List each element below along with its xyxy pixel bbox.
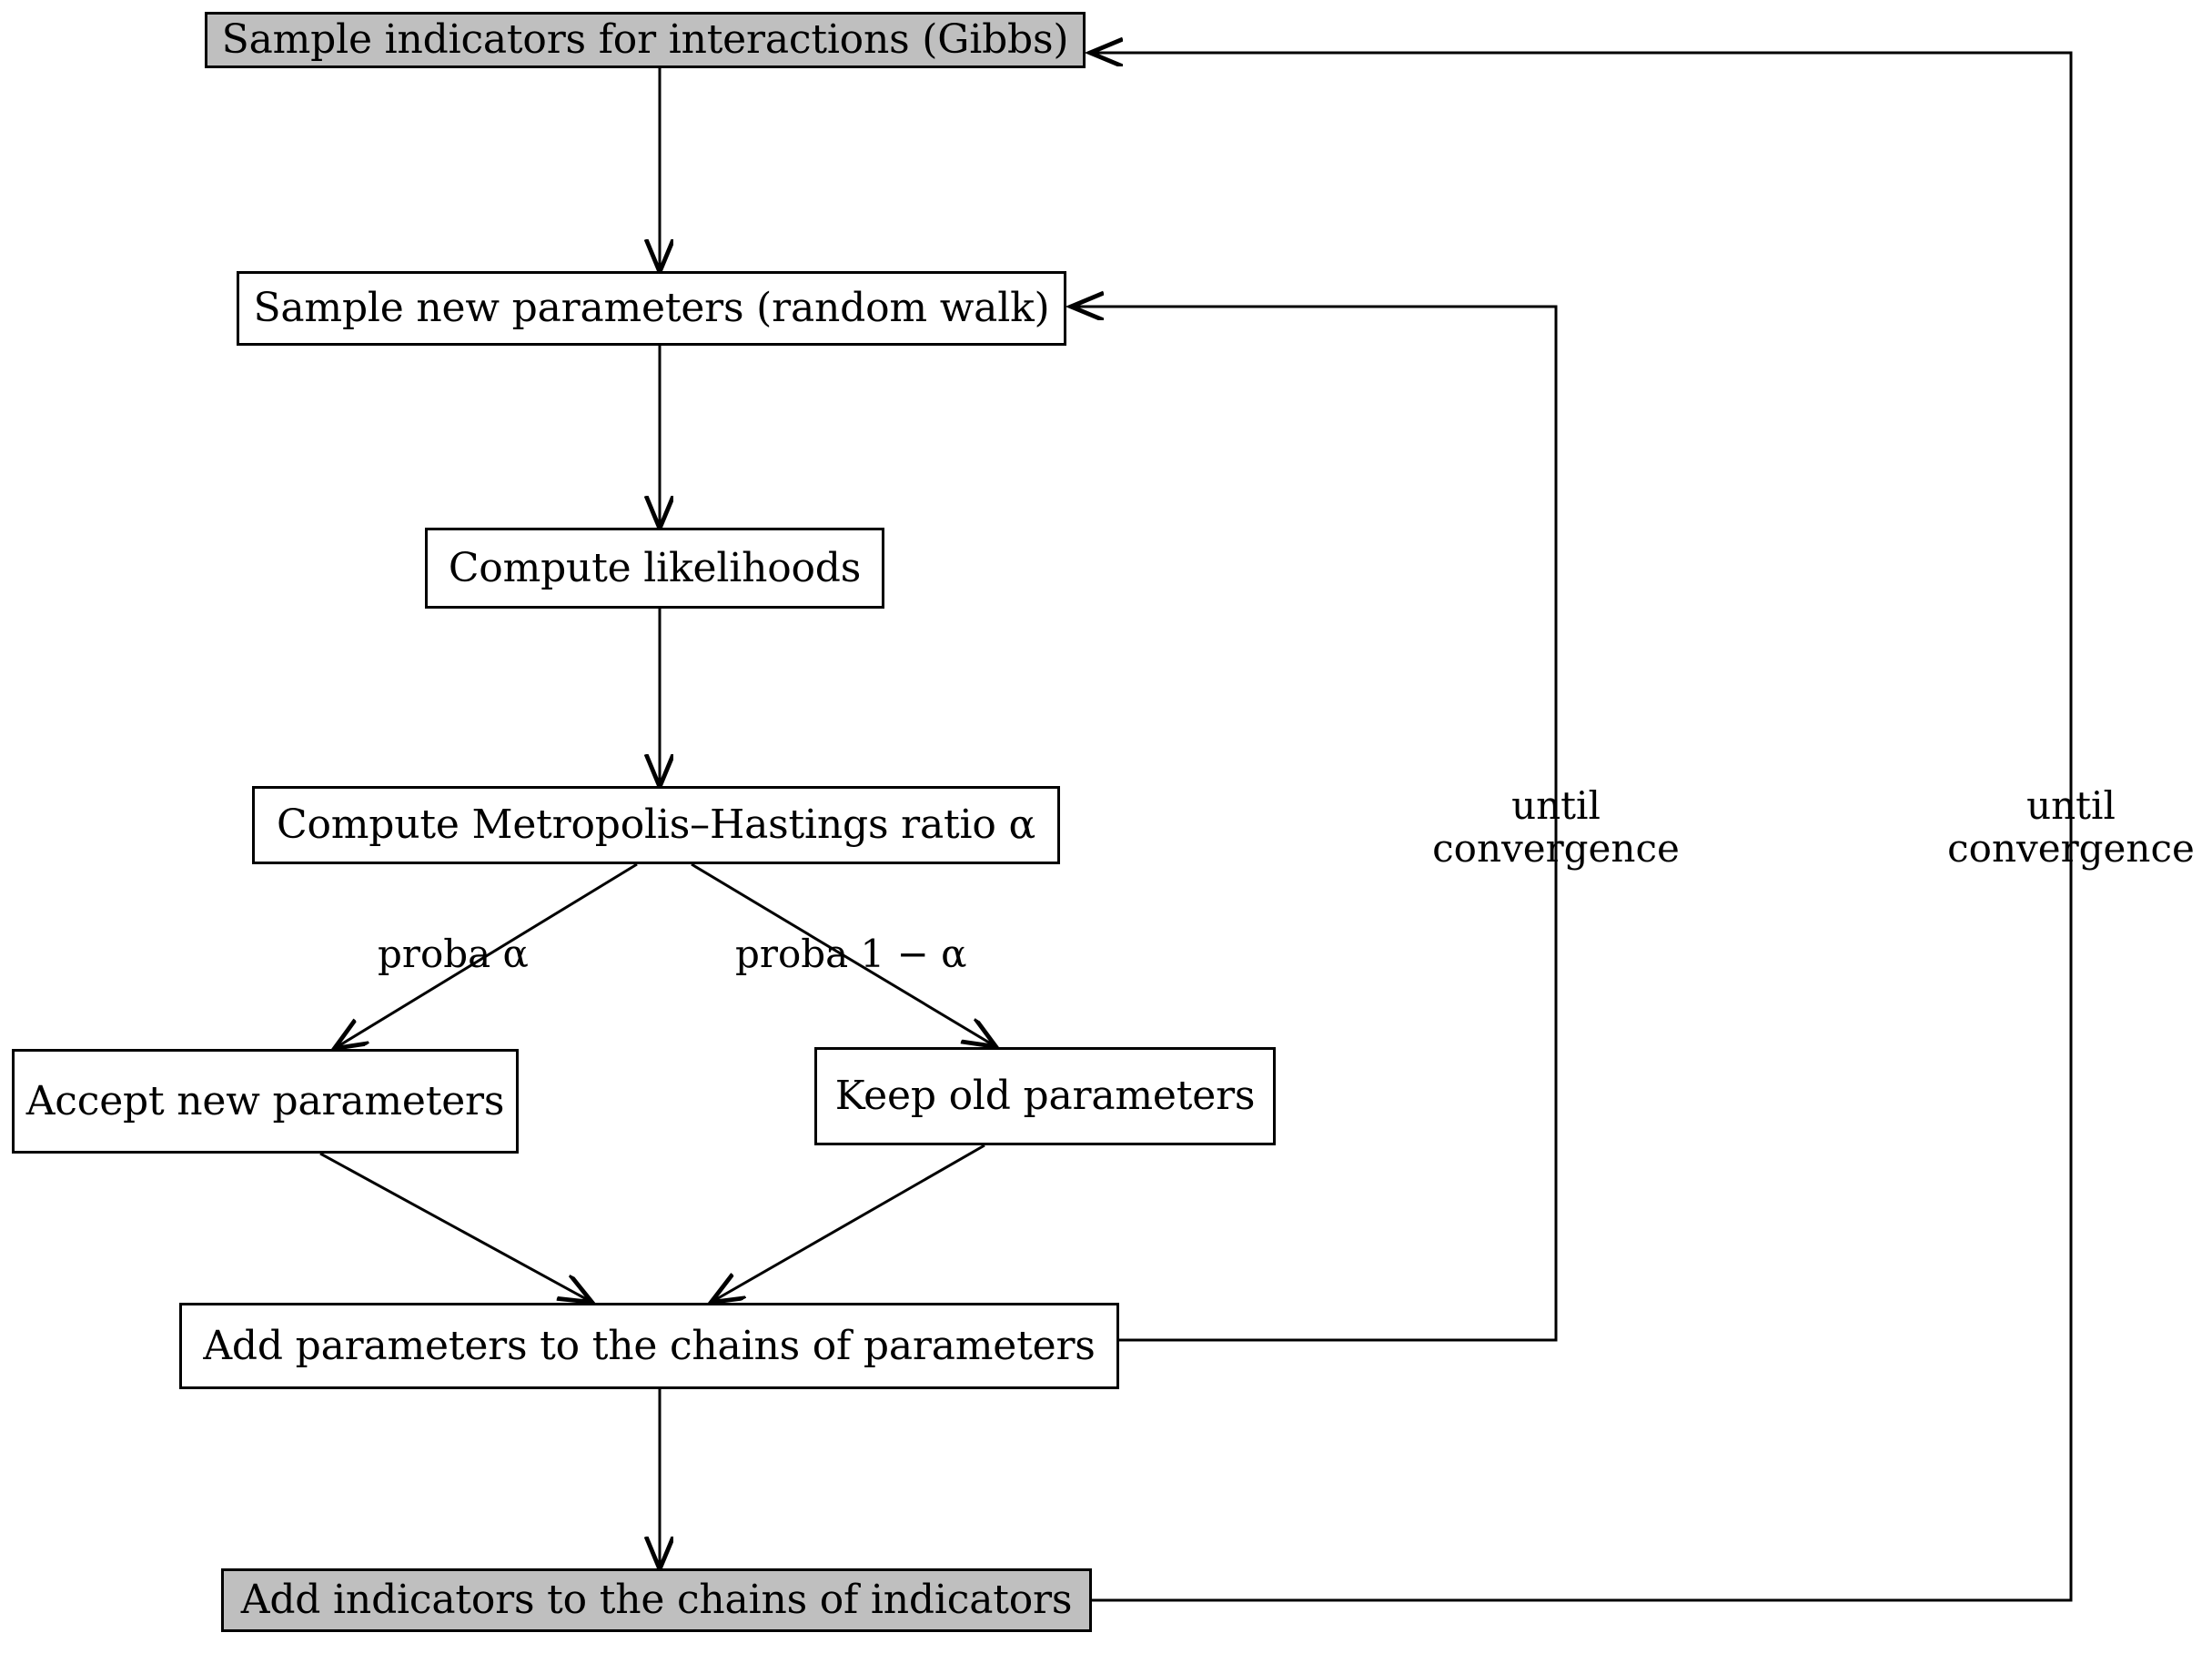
edge-accept-to-addparams bbox=[319, 1152, 590, 1301]
node-accept-new-parameters: Accept new parameters bbox=[12, 1049, 519, 1154]
edge-keep-to-addparams bbox=[713, 1144, 985, 1301]
node-keep-old-parameters: Keep old parameters bbox=[814, 1047, 1276, 1145]
node-add-indicators-label: Add indicators to the chains of indicato… bbox=[240, 1577, 1073, 1623]
node-add-indicators: Add indicators to the chains of indicato… bbox=[221, 1568, 1092, 1632]
node-add-parameters-label: Add parameters to the chains of paramete… bbox=[203, 1322, 1096, 1369]
node-compute-mh-ratio: Compute Metropolis–Hastings ratio α bbox=[252, 786, 1060, 864]
node-sample-indicators: Sample indicators for interactions (Gibb… bbox=[205, 12, 1086, 68]
node-sample-parameters-label: Sample new parameters (random walk) bbox=[253, 285, 1050, 331]
node-sample-indicators-label: Sample indicators for interactions (Gibb… bbox=[221, 16, 1069, 63]
node-sample-parameters: Sample new parameters (random walk) bbox=[237, 271, 1066, 346]
node-add-parameters: Add parameters to the chains of paramete… bbox=[179, 1303, 1119, 1389]
node-compute-mh-ratio-label: Compute Metropolis–Hastings ratio α bbox=[277, 801, 1035, 848]
loop-label-parameters-convergence: until convergence bbox=[1432, 783, 1680, 872]
branch-label-proba-alpha: proba α bbox=[378, 932, 529, 976]
node-compute-likelihoods-label: Compute likelihoods bbox=[448, 544, 862, 591]
branch-label-proba-one-minus-alpha: proba 1 − α bbox=[735, 932, 967, 976]
node-accept-new-parameters-label: Accept new parameters bbox=[25, 1077, 505, 1124]
node-keep-old-parameters-label: Keep old parameters bbox=[834, 1073, 1256, 1119]
loop-label-indicators-convergence: until convergence bbox=[1947, 783, 2195, 872]
node-compute-likelihoods: Compute likelihoods bbox=[425, 528, 884, 609]
